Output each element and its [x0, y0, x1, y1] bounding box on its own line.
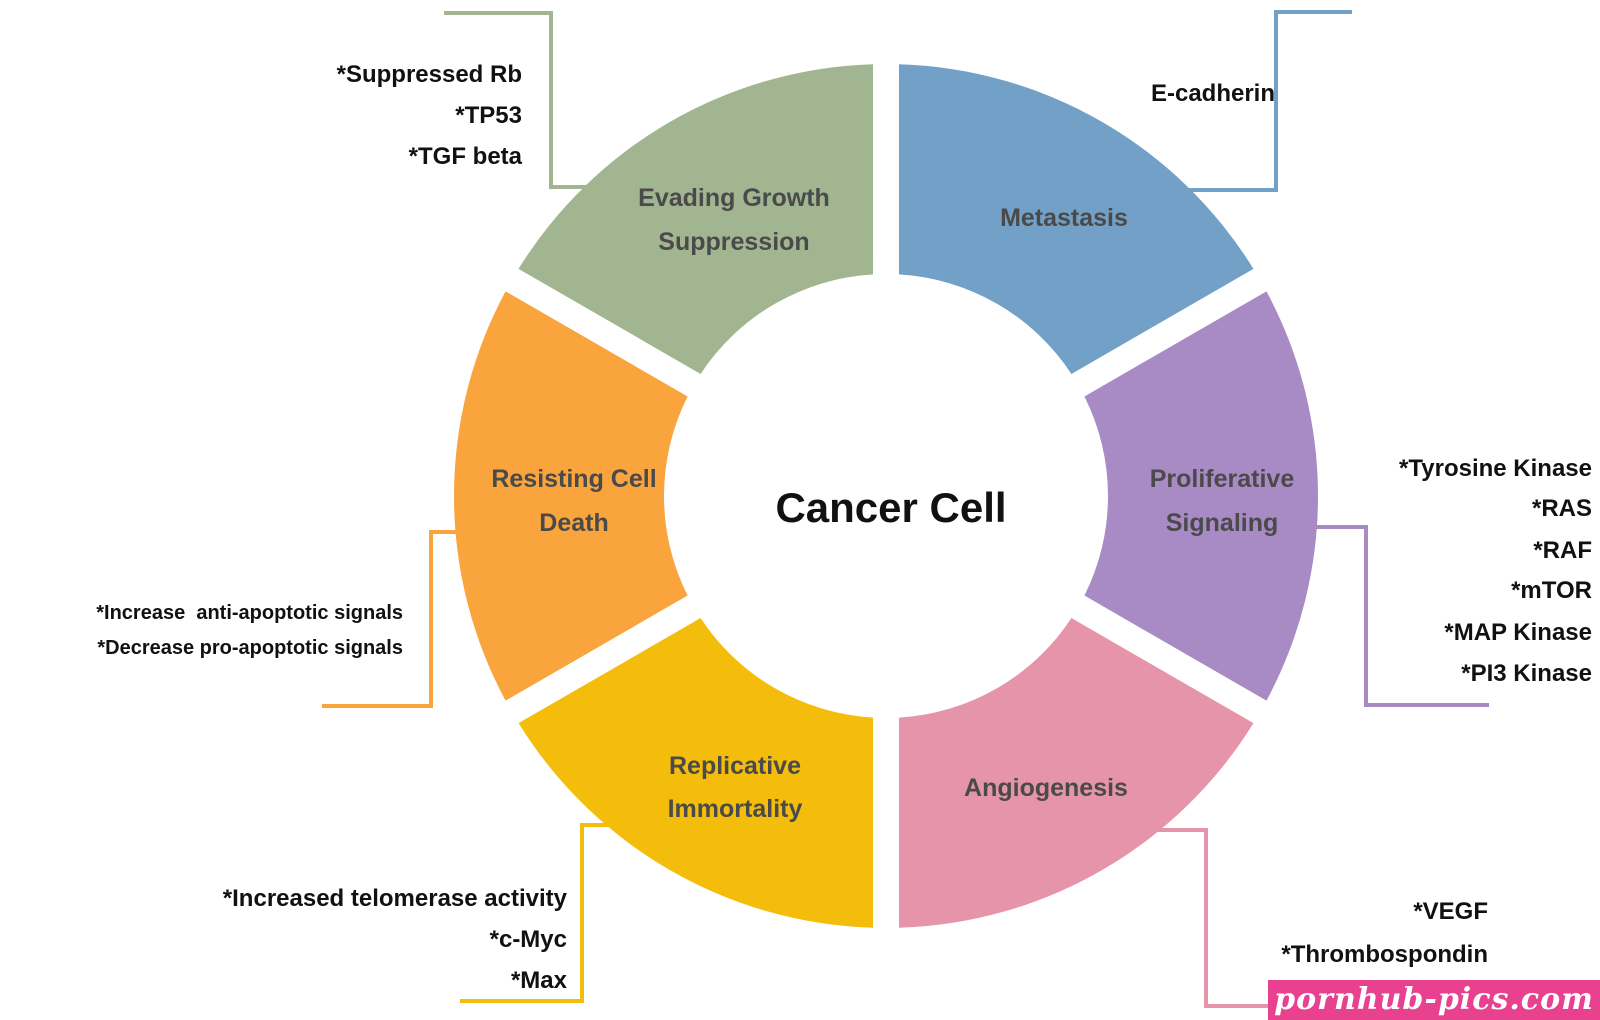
- replicative-immortality-label: Immortality: [668, 795, 803, 823]
- evading-growth-suppression-label: Evading Growth: [638, 184, 830, 212]
- annotation-notes: E-cadherin *Tyrosine Kinase *RAS *RAF *mTOR *…: [96, 61, 1592, 994]
- replicative-immortality-connector: [460, 823, 621, 1003]
- angiogenesis-note: *Thrombospondin: [1281, 941, 1488, 968]
- segment-labels: MetastasisProliferativeSignalingAngiogen…: [491, 184, 1294, 823]
- resisting-cell-death-note: *Increase anti-apoptotic signals: [96, 602, 403, 624]
- evading-growth-suppression-note: *Suppressed Rb: [337, 61, 522, 88]
- angiogenesis-connector: [1136, 828, 1270, 1008]
- replicative-immortality-note: *c-Myc: [490, 926, 567, 953]
- replicative-immortality-segment: [518, 618, 874, 928]
- resisting-cell-death-label: Death: [539, 509, 608, 537]
- proliferative-signaling-label: Proliferative: [1150, 465, 1295, 493]
- center-label: Cancer Cell: [775, 484, 1006, 531]
- replicative-immortality-note: *Max: [511, 967, 568, 994]
- resisting-cell-death-segment: [454, 291, 688, 701]
- proliferative-signaling-segment: [1084, 291, 1319, 701]
- replicative-immortality-note: *Increased telomerase activity: [223, 885, 568, 912]
- proliferative-signaling-note: *mTOR: [1511, 577, 1592, 604]
- proliferative-signaling-note: *Tyrosine Kinase: [1399, 455, 1592, 482]
- metastasis-connector: [1176, 10, 1352, 192]
- evading-growth-suppression-note: *TGF beta: [409, 143, 523, 170]
- proliferative-signaling-note: *RAF: [1533, 537, 1592, 564]
- angiogenesis-label: Angiogenesis: [964, 774, 1128, 802]
- replicative-immortality-label: Replicative: [669, 752, 801, 780]
- metastasis-note: E-cadherin: [1151, 80, 1275, 107]
- angiogenesis-segment: [898, 618, 1254, 928]
- proliferative-signaling-label: Signaling: [1166, 509, 1279, 537]
- proliferative-signaling-note: *RAS: [1532, 495, 1592, 522]
- resisting-cell-death-note: *Decrease pro-apoptotic signals: [97, 637, 403, 659]
- resisting-cell-death-label: Resisting Cell: [491, 465, 656, 493]
- evading-growth-suppression-note: *TP53: [455, 102, 522, 129]
- angiogenesis-note: *VEGF: [1413, 898, 1488, 925]
- proliferative-signaling-connector: [1306, 525, 1489, 707]
- metastasis-label: Metastasis: [1000, 204, 1128, 232]
- evading-growth-suppression-segment: [518, 64, 874, 374]
- resisting-cell-death-connector: [322, 530, 477, 708]
- proliferative-signaling-note: *MAP Kinase: [1444, 619, 1592, 646]
- metastasis-segment: [898, 64, 1254, 374]
- ring-segments: [454, 64, 1319, 928]
- watermark: pornhub-pics.com: [1268, 980, 1600, 1020]
- proliferative-signaling-note: *PI3 Kinase: [1461, 660, 1592, 687]
- evading-growth-suppression-label: Suppression: [658, 228, 809, 256]
